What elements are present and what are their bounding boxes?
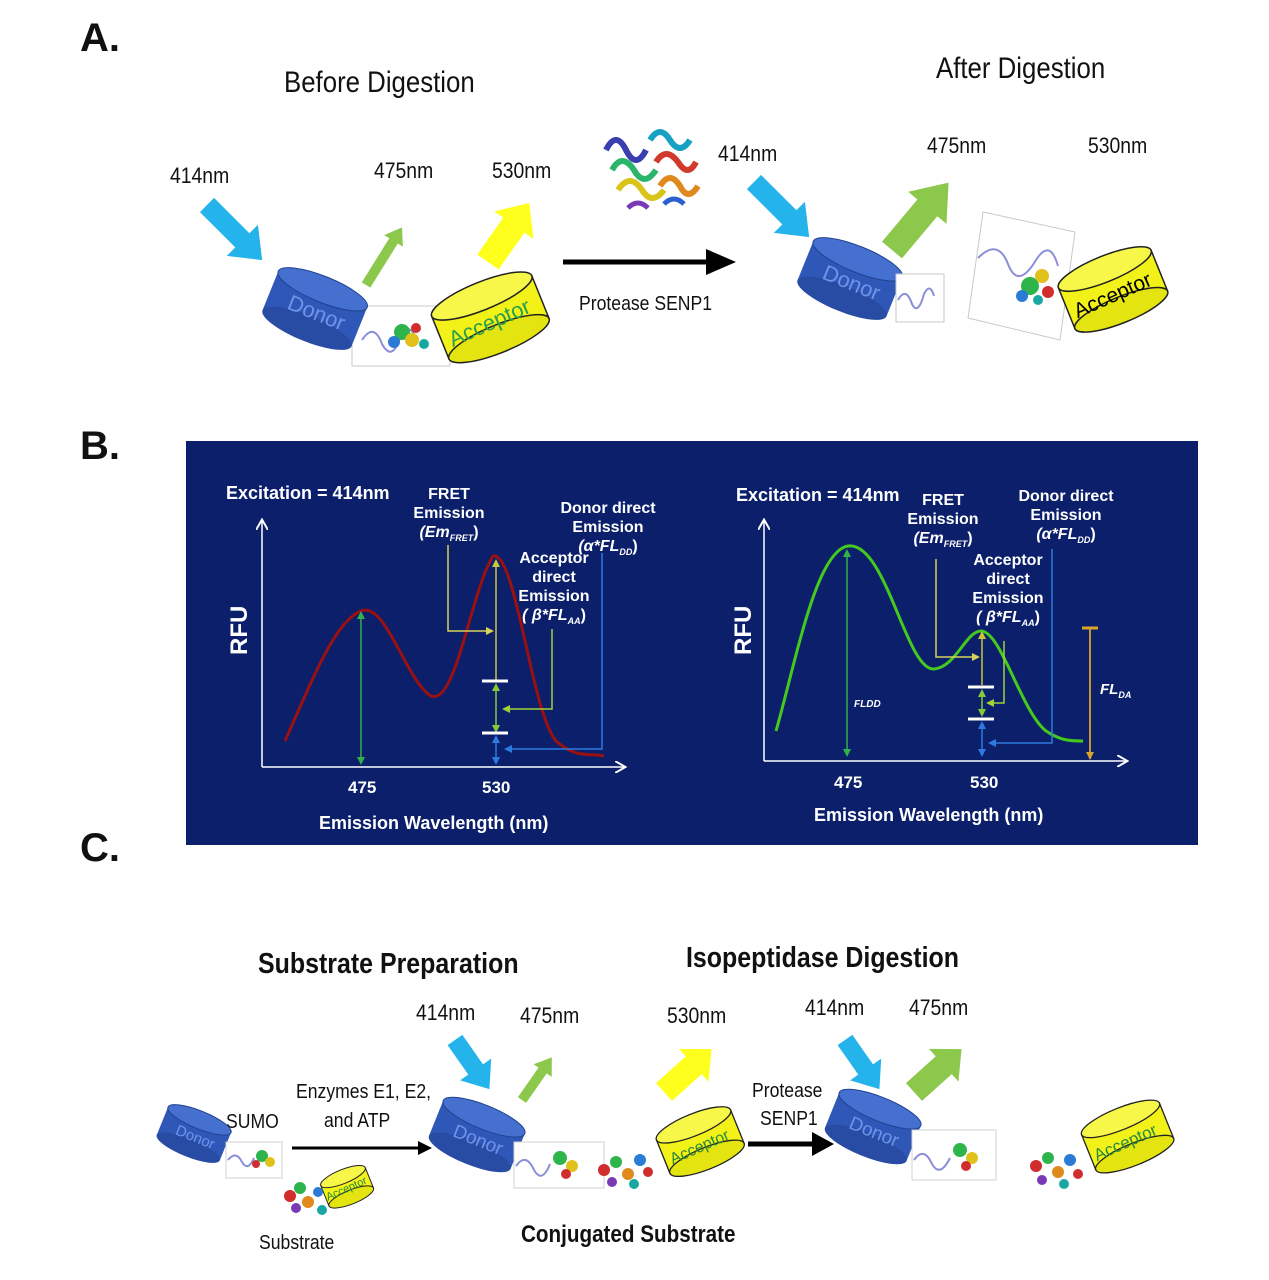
c-conjugated-substrate-label: Conjugated Substrate bbox=[521, 1221, 736, 1248]
b-right-acceptor-leader bbox=[990, 641, 1005, 704]
a-before-acceptor-cylinder bbox=[430, 271, 551, 364]
b-left-530-stack bbox=[482, 559, 508, 765]
a-after-excitation-arrow bbox=[746, 174, 810, 238]
a-after-donor-emission-arrow bbox=[882, 182, 949, 259]
b-left-spectrum-curve bbox=[283, 554, 605, 758]
c-conjugated-protein bbox=[513, 1141, 653, 1189]
b-left-tick-530: 530 bbox=[482, 778, 511, 797]
c-mid-excitation-arrow bbox=[447, 1034, 492, 1090]
panel-a-label: A. bbox=[80, 16, 120, 60]
c-mid-acceptor-emission-label: 530nm bbox=[667, 1003, 727, 1028]
c-right-excitation-label: 414nm bbox=[805, 995, 865, 1020]
a-before-donor-emission-label: 475nm bbox=[374, 158, 434, 183]
b-left-excitation: Excitation = 414nm bbox=[226, 483, 390, 503]
c-right-sumo-protein bbox=[911, 1129, 997, 1181]
c-mid-excitation-label: 414nm bbox=[416, 1000, 476, 1025]
b-left-y-label: RFU bbox=[226, 605, 253, 655]
c-left-acceptor-cylinder bbox=[320, 1164, 375, 1209]
b-right-tick-475: 475 bbox=[834, 773, 863, 792]
c-sumo-label: SUMO bbox=[226, 1111, 279, 1133]
panel-b-graphics bbox=[186, 441, 1198, 845]
after-digestion-title: After Digestion bbox=[936, 52, 1106, 85]
c-protease-arrow bbox=[748, 1132, 834, 1156]
a-after-released-substrate bbox=[967, 211, 1076, 341]
b-right-x-label: Emission Wavelength (nm) bbox=[814, 805, 1044, 825]
b-left-donor-leader bbox=[508, 553, 603, 750]
a-before-excitation-arrow bbox=[199, 197, 263, 261]
c-enzymes-label-2: and ATP bbox=[324, 1110, 391, 1132]
panel-a-graphics: Donor Acceptor Donor bbox=[199, 129, 1169, 367]
b-right-530-stack bbox=[968, 631, 994, 757]
b-right-flda-label: FLDA bbox=[1100, 681, 1132, 700]
c-right-donor-emission-label: 475nm bbox=[909, 995, 969, 1020]
c-mid-donor-emission-label: 475nm bbox=[520, 1003, 580, 1028]
panel-c-graphics: Donor Acceptor Donor bbox=[156, 1034, 1175, 1215]
b-right-donor-leader bbox=[992, 549, 1053, 744]
a-senp1-protein-image bbox=[603, 129, 701, 210]
c-right-released-substrate bbox=[1030, 1152, 1083, 1189]
c-right-donor-emission-arrow bbox=[905, 1048, 962, 1101]
b-right-axes bbox=[764, 521, 1126, 761]
b-right-excitation: Excitation = 414nm bbox=[736, 485, 900, 505]
c-substrate-preparation-title: Substrate Preparation bbox=[258, 948, 519, 980]
c-sumo-protein bbox=[225, 1141, 283, 1179]
a-after-acceptor-emission-label: 530nm bbox=[1088, 133, 1148, 158]
b-left-x-label: Emission Wavelength (nm) bbox=[319, 813, 549, 833]
a-before-donor-cylinder bbox=[262, 267, 369, 350]
c-left-donor-cylinder bbox=[156, 1104, 232, 1163]
b-right-tick-530: 530 bbox=[970, 773, 999, 792]
b-left-axes bbox=[262, 521, 624, 767]
panel-b-spectra: Excitation = 414nm RFU 475 530 Emission … bbox=[186, 441, 1198, 845]
a-before-acceptor-emission-arrow bbox=[477, 203, 534, 270]
a-after-donor-cylinder bbox=[797, 237, 904, 320]
a-protease-label: Protease SENP1 bbox=[579, 293, 713, 315]
panel-b-label: B. bbox=[80, 424, 120, 468]
c-mid-donor-cylinder bbox=[428, 1096, 526, 1173]
c-right-excitation-arrow bbox=[837, 1034, 882, 1090]
a-after-acceptor-cylinder bbox=[1057, 245, 1169, 333]
a-before-excitation-label: 414nm bbox=[170, 163, 230, 188]
c-protease-label-1: Protease bbox=[752, 1080, 823, 1102]
c-right-donor-cylinder bbox=[824, 1088, 922, 1165]
c-conjugation-arrow bbox=[292, 1141, 432, 1155]
b-right-y-label: RFU bbox=[730, 605, 757, 655]
a-before-acceptor-emission-label: 530nm bbox=[492, 158, 552, 183]
b-left-tick-475: 475 bbox=[348, 778, 377, 797]
a-after-excitation-label: 414nm bbox=[718, 141, 778, 166]
b-right-fret-leader bbox=[935, 559, 976, 658]
b-left-acceptor-leader bbox=[506, 629, 553, 710]
panel-c-label: C. bbox=[80, 826, 120, 870]
a-after-donor-emission-label: 475nm bbox=[927, 133, 987, 158]
c-mid-donor-emission-arrow bbox=[517, 1057, 552, 1103]
a-before-donor-emission-arrow bbox=[361, 227, 403, 288]
b-left-fret-leader bbox=[447, 545, 490, 632]
c-mid-acceptor-emission-arrow bbox=[655, 1048, 712, 1101]
b-right-fldd-label: FLDD bbox=[854, 699, 881, 710]
c-isopeptidase-digestion-title: Isopeptidase Digestion bbox=[686, 942, 960, 974]
c-mid-acceptor-cylinder bbox=[655, 1106, 745, 1178]
c-protease-label-2: SENP1 bbox=[760, 1108, 818, 1130]
c-substrate-protein bbox=[284, 1182, 327, 1215]
a-after-linker-box bbox=[895, 273, 945, 323]
c-right-acceptor-cylinder bbox=[1080, 1099, 1175, 1174]
c-substrate-label: Substrate bbox=[259, 1232, 335, 1254]
c-enzymes-label-1: Enzymes E1, E2, bbox=[296, 1081, 431, 1103]
before-digestion-title: Before Digestion bbox=[284, 66, 475, 99]
b-right-spectrum-curve bbox=[774, 544, 1084, 743]
a-digestion-arrow bbox=[563, 249, 736, 275]
b-right-flda-bar bbox=[1082, 626, 1098, 760]
